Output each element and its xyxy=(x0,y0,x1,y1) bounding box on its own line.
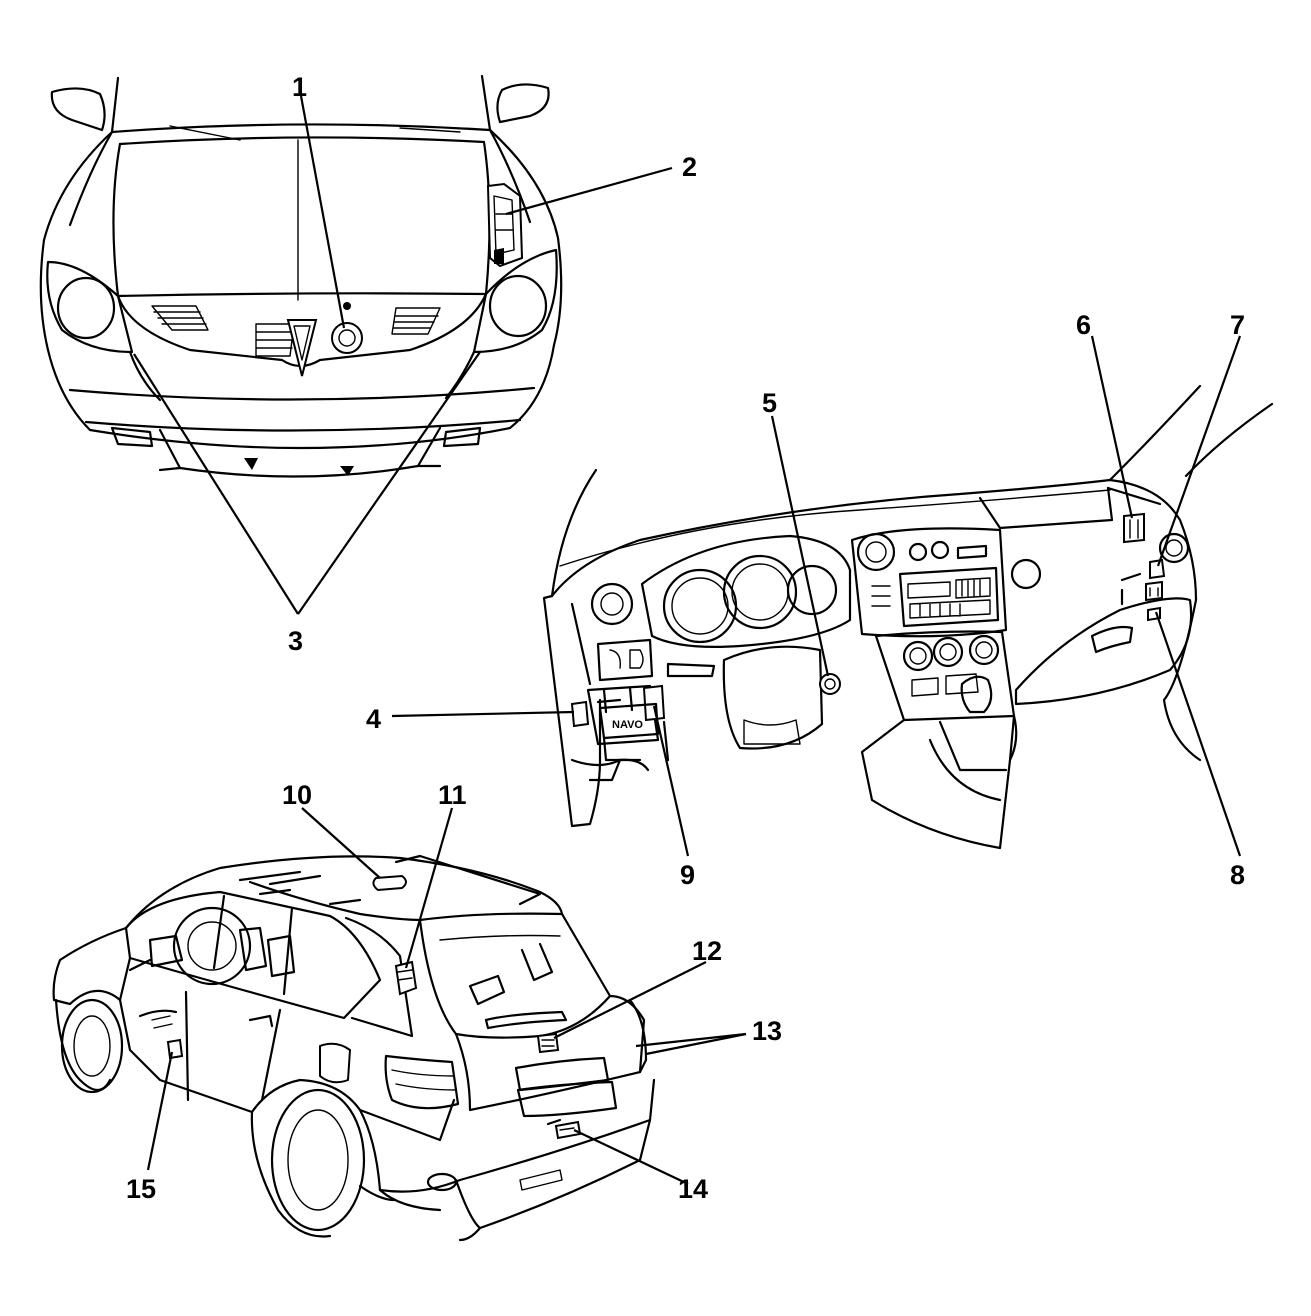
radio-display-panel xyxy=(598,702,660,740)
dash-connector-upper xyxy=(1149,558,1166,580)
callout-12: 12 xyxy=(692,936,722,966)
radio-display-text: NAVO xyxy=(612,719,643,731)
turn-signal-stalk xyxy=(666,662,716,678)
callout-14: 14 xyxy=(678,1174,708,1204)
center-stack xyxy=(850,527,1008,638)
roof-rail-right xyxy=(394,854,542,906)
hood-release-grommet xyxy=(331,322,363,354)
dash-top xyxy=(550,478,1198,602)
callout-8: 8 xyxy=(1230,860,1245,890)
underhood-fuse-block xyxy=(486,182,524,268)
grille-mesh xyxy=(151,305,441,357)
rear-wheel xyxy=(270,1088,366,1232)
pontiac-emblem xyxy=(286,319,318,377)
dash-connector-lower xyxy=(1145,580,1163,602)
callout-7: 7 xyxy=(1230,310,1245,340)
callout-4: 4 xyxy=(366,704,381,734)
fuel-door xyxy=(319,1042,352,1084)
callout-labels: 1 2 3 4 5 6 7 8 9 10 11 12 13 14 15 xyxy=(126,72,1245,1204)
tachometer xyxy=(722,554,798,630)
upper-grille xyxy=(116,292,488,368)
dash-left-end xyxy=(542,594,602,828)
driver-side-connector xyxy=(570,700,590,728)
front-vehicle-view xyxy=(39,74,563,478)
callout-9: 9 xyxy=(680,860,695,890)
headlamp-switch xyxy=(596,638,654,682)
steering-column xyxy=(722,645,824,750)
rear-window xyxy=(418,912,612,1039)
callout-2: 2 xyxy=(682,152,697,182)
rear-vehicle-view xyxy=(52,854,656,1242)
windshield-lower-edge xyxy=(110,123,492,134)
roof xyxy=(124,855,564,930)
front-wheel xyxy=(60,998,124,1094)
license-plate-recess xyxy=(516,1080,618,1118)
ignition-switch xyxy=(819,673,841,695)
liftgate-release-switch xyxy=(536,1032,560,1054)
center-console xyxy=(860,714,1016,850)
door-lock-switch xyxy=(166,1038,184,1060)
passenger-airbag-module xyxy=(1123,512,1145,544)
callout-leaders xyxy=(133,95,1242,1185)
callout-5: 5 xyxy=(762,388,777,418)
body-side xyxy=(52,926,456,1142)
rear-bumper xyxy=(378,1078,656,1193)
callout-6: 6 xyxy=(1076,310,1091,340)
instrument-cluster xyxy=(640,534,852,648)
roof-antenna-module xyxy=(372,874,407,892)
rear-wiper xyxy=(520,942,554,982)
hood xyxy=(68,128,532,227)
callout-15: 15 xyxy=(126,1174,156,1204)
callout-10: 10 xyxy=(282,780,312,810)
left-air-vent xyxy=(590,582,634,626)
right-mirror xyxy=(496,83,550,124)
right-headlamp xyxy=(472,248,558,354)
radio xyxy=(898,566,1000,628)
instrument-panel-view: NAVO xyxy=(542,384,1274,850)
data-link-connector xyxy=(642,684,666,722)
right-air-vent xyxy=(1010,558,1042,590)
callout-1: 1 xyxy=(292,72,307,102)
callout-13: 13 xyxy=(752,1016,782,1046)
hvac-controls xyxy=(874,630,1016,722)
left-headlamp xyxy=(46,260,134,354)
glove-box xyxy=(1014,597,1193,706)
callout-3: 3 xyxy=(288,626,303,656)
left-mirror xyxy=(50,87,106,132)
shift-lever xyxy=(960,675,993,714)
callout-11: 11 xyxy=(438,780,467,810)
